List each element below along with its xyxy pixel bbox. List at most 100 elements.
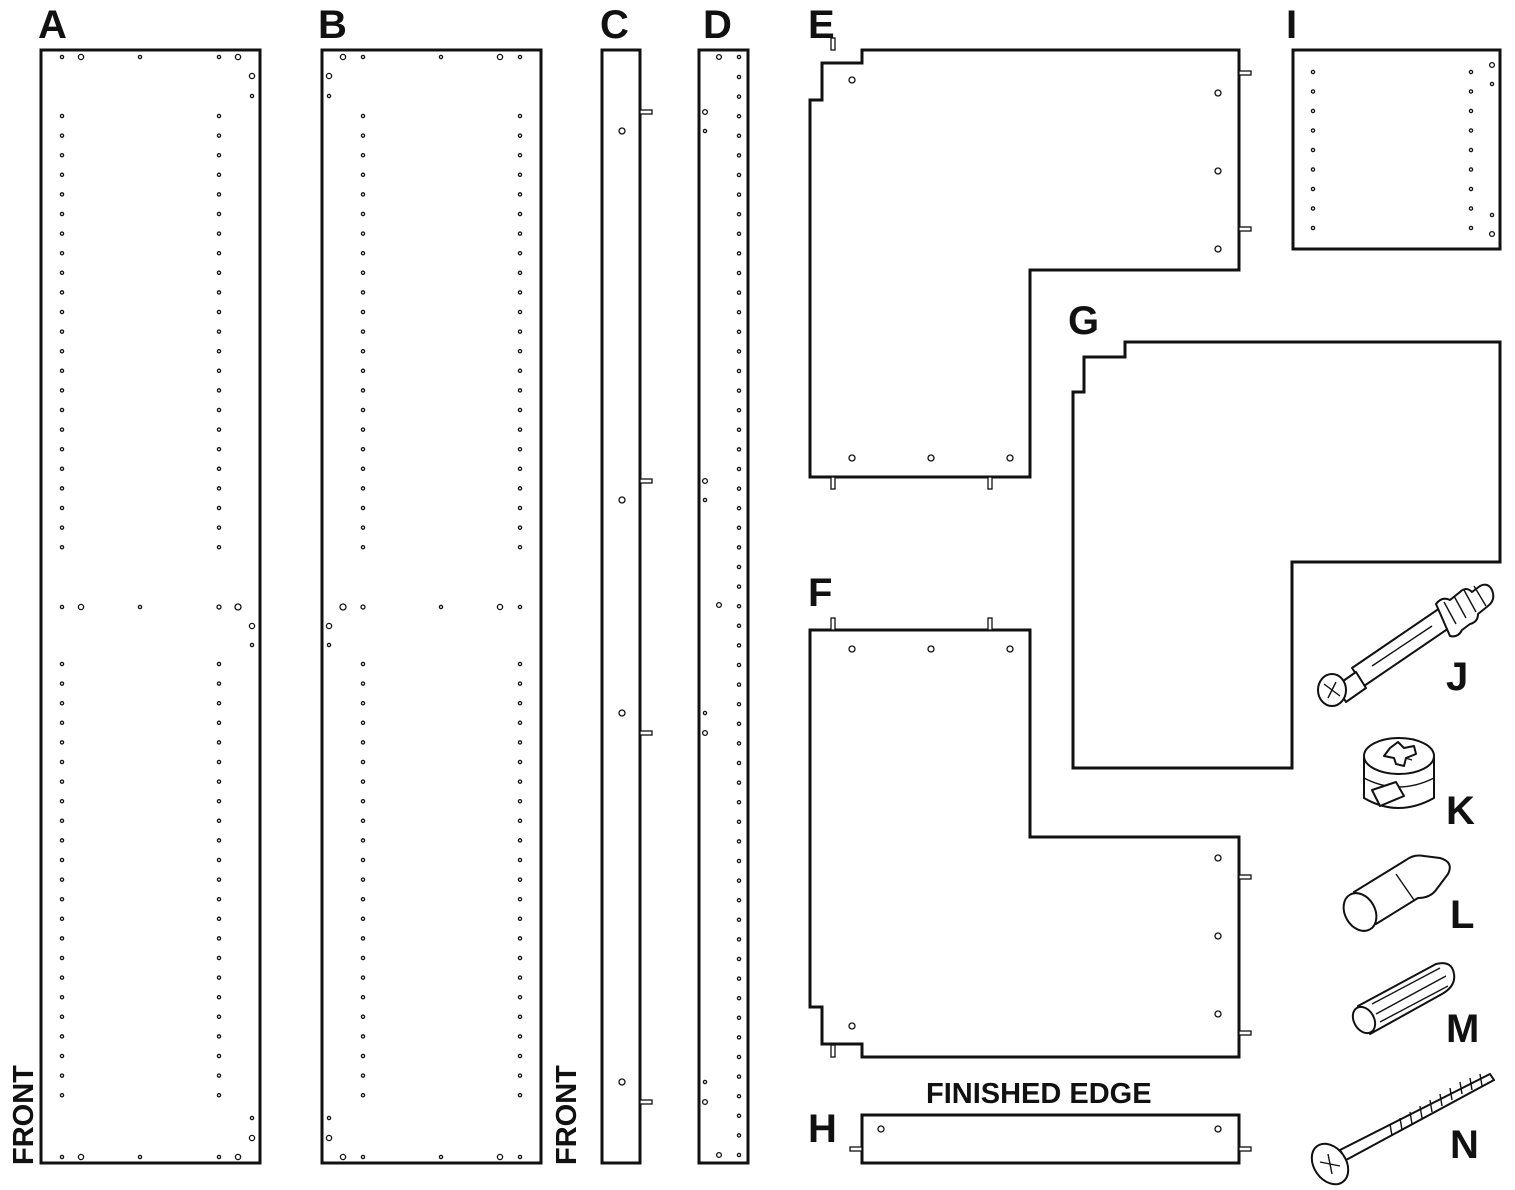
part-label-j: J	[1446, 655, 1468, 699]
dowel-pin	[830, 37, 836, 51]
part-label-k: K	[1446, 789, 1475, 833]
dowel-pin	[849, 1146, 863, 1152]
drill-hole	[1468, 186, 1474, 192]
drill-hole	[59, 877, 65, 882]
drill-hole	[517, 407, 523, 413]
drill-hole	[517, 1034, 523, 1039]
drill-hole	[736, 1113, 742, 1119]
drill-hole	[216, 407, 222, 413]
drill-hole	[59, 329, 65, 334]
drill-hole	[360, 427, 366, 432]
drill-hole	[1214, 854, 1222, 862]
drill-hole	[325, 72, 333, 80]
drill-hole	[59, 1053, 65, 1059]
drill-hole	[360, 740, 366, 745]
drill-hole	[360, 661, 366, 667]
drill-hole	[517, 388, 523, 393]
drill-hole	[517, 896, 523, 902]
drill-hole	[59, 192, 65, 197]
drill-hole	[1468, 128, 1474, 133]
drill-hole	[360, 700, 366, 706]
dowel-pin	[830, 476, 836, 490]
drill-hole	[736, 623, 742, 629]
drill-hole	[736, 603, 742, 609]
drill-hole	[736, 251, 742, 256]
drill-hole	[517, 975, 523, 980]
drill-hole	[59, 290, 65, 295]
drill-hole	[1006, 454, 1014, 462]
drill-hole	[248, 1134, 256, 1142]
drill-hole	[517, 759, 523, 765]
drill-hole	[736, 564, 742, 570]
front-edge-label-a: FRONT	[8, 1065, 40, 1165]
drill-hole	[736, 858, 742, 864]
drill-hole	[736, 662, 742, 668]
drill-hole	[848, 645, 856, 653]
drill-hole	[216, 1034, 222, 1039]
drill-hole	[326, 93, 332, 99]
drill-hole	[517, 525, 523, 530]
part-label-d: D	[703, 3, 732, 47]
drill-hole	[216, 838, 222, 843]
drill-hole	[1489, 81, 1495, 87]
drill-hole	[59, 604, 65, 610]
drill-hole	[59, 172, 65, 178]
screw-icon	[1310, 1073, 1495, 1186]
drill-hole	[216, 446, 222, 452]
dowel-pin	[830, 617, 836, 631]
drill-hole	[736, 897, 742, 903]
drill-hole	[360, 1034, 366, 1039]
drill-hole	[360, 720, 366, 726]
drill-hole	[736, 486, 742, 491]
drill-hole	[701, 1098, 709, 1106]
drill-hole	[216, 720, 222, 726]
drill-hole	[339, 603, 347, 611]
drill-hole	[438, 54, 444, 60]
drill-hole	[216, 211, 222, 217]
drill-hole	[848, 454, 856, 462]
drill-hole	[736, 780, 742, 785]
drill-hole	[360, 211, 366, 217]
drill-hole	[216, 1073, 222, 1078]
drill-hole	[736, 368, 742, 374]
drill-hole	[1006, 645, 1014, 653]
drill-hole	[736, 545, 742, 550]
drill-hole	[216, 994, 222, 1000]
drill-hole	[1214, 89, 1222, 97]
drill-hole	[360, 525, 366, 530]
drill-hole	[517, 368, 523, 374]
drill-hole	[1214, 1125, 1222, 1133]
drill-hole	[736, 682, 742, 687]
drill-hole	[701, 477, 709, 485]
drill-hole	[360, 681, 366, 686]
finished-edge-label: FINISHED EDGE	[926, 1078, 1152, 1110]
drill-hole	[517, 133, 523, 138]
drill-hole	[216, 329, 222, 334]
drill-hole	[517, 1014, 523, 1020]
drill-hole	[360, 231, 366, 236]
drill-hole	[249, 642, 255, 648]
drill-hole	[736, 584, 742, 589]
drill-hole	[326, 642, 332, 648]
drill-hole	[517, 427, 523, 432]
panel-c-holes	[618, 109, 653, 1105]
drill-hole	[1310, 206, 1316, 211]
drill-hole	[216, 857, 222, 863]
part-label-n: N	[1450, 1123, 1479, 1167]
drill-hole	[517, 290, 523, 295]
drill-hole	[360, 975, 366, 980]
drill-hole	[216, 544, 222, 550]
drill-hole	[736, 153, 742, 158]
panel-f	[808, 617, 1252, 1059]
drill-hole	[59, 446, 65, 452]
drill-hole	[325, 1134, 333, 1142]
drill-hole	[360, 54, 366, 60]
drill-hole	[59, 798, 65, 804]
drill-hole	[216, 955, 222, 961]
drill-hole	[360, 1014, 366, 1020]
drill-hole	[59, 740, 65, 745]
drill-hole	[517, 779, 523, 784]
drill-hole	[736, 760, 742, 766]
drill-hole	[360, 446, 366, 452]
